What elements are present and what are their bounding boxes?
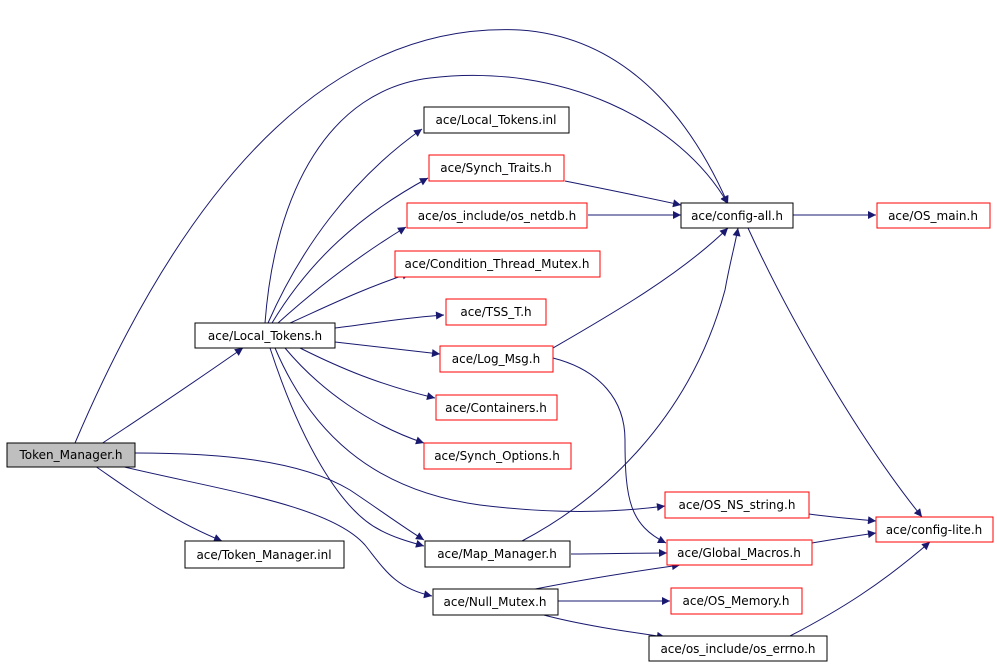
- node-os-errno-h[interactable]: ace/os_include/os_errno.h: [648, 635, 828, 662]
- node-label: ace/Map_Manager.h: [437, 547, 557, 561]
- edge-local-tokens-to-synch-options: [284, 347, 425, 445]
- edge-local-tokens-to-config-all: [264, 74, 729, 324]
- edge-log-msg-to-config-all: [552, 227, 729, 349]
- node-box: [184, 540, 345, 569]
- edge-os-errno-to-config-lite: [789, 541, 931, 637]
- edge-synch-traits-to-config-all: [564, 180, 682, 208]
- edge-null-mutex-to-os-errno: [539, 613, 666, 640]
- edge-local-tokens-to-containers: [299, 347, 436, 401]
- node-label: ace/Log_Msg.h: [452, 352, 540, 366]
- edges: [74, 29, 931, 640]
- node-box: [428, 154, 565, 182]
- node-box: [439, 345, 554, 373]
- edge-log-msg-to-global-macros: [552, 357, 667, 544]
- node-label: Token_Manager.h: [18, 448, 122, 462]
- nodes: Token_Manager.h ace/Local_Tokens.h ace/T…: [6, 106, 994, 662]
- edge-local-tokens-to-log-msg: [334, 341, 441, 358]
- edge-local-tokens-to-synch-traits: [271, 177, 429, 324]
- node-label: ace/Synch_Traits.h: [440, 161, 551, 175]
- node-condition-thread-mutex-h[interactable]: ace/Condition_Thread_Mutex.h: [394, 250, 601, 278]
- node-label: ace/Token_Manager.inl: [196, 548, 331, 562]
- node-box: [424, 540, 571, 568]
- node-tss-t-h[interactable]: ace/TSS_T.h: [445, 298, 547, 326]
- edge-map-manager-to-config-all: [521, 227, 741, 542]
- edge-local-tokens-to-local-tokens-inl: [267, 128, 423, 324]
- node-config-lite-h[interactable]: ace/config-lite.h: [875, 516, 994, 543]
- node-map-manager-h[interactable]: ace/Map_Manager.h: [424, 540, 571, 568]
- node-label: ace/Condition_Thread_Mutex.h: [405, 257, 590, 271]
- edge-config-all-to-config-lite: [747, 227, 923, 518]
- edge-local-tokens-to-map-manager: [269, 347, 425, 548]
- node-token-manager-inl[interactable]: ace/Token_Manager.inl: [184, 540, 345, 569]
- node-box: [435, 394, 558, 421]
- node-box: [670, 587, 803, 615]
- node-label: ace/OS_NS_string.h: [679, 498, 796, 512]
- edge-map-manager-to-global-macros: [570, 549, 668, 558]
- node-containers-h[interactable]: ace/Containers.h: [435, 394, 558, 421]
- node-token-manager-h[interactable]: Token_Manager.h: [6, 442, 136, 468]
- node-label: ace/config-all.h: [691, 209, 783, 223]
- edge-null-mutex-to-global-macros: [529, 562, 681, 591]
- edge-token-manager-to-config-all: [74, 29, 729, 444]
- node-os-main-h[interactable]: ace/OS_main.h: [876, 202, 991, 229]
- node-label: ace/OS_main.h: [888, 209, 978, 223]
- node-label: ace/Null_Mutex.h: [444, 595, 547, 609]
- edge-token-manager-to-map-manager: [134, 452, 425, 541]
- node-label: ace/TSS_T.h: [460, 305, 531, 319]
- node-label: ace/OS_Memory.h: [683, 594, 790, 608]
- node-label: ace/Synch_Options.h: [434, 449, 560, 463]
- node-config-all-h[interactable]: ace/config-all.h: [680, 202, 794, 229]
- node-log-msg-h[interactable]: ace/Log_Msg.h: [439, 345, 554, 373]
- node-label: ace/Local_Tokens.inl: [436, 113, 557, 127]
- node-label: ace/Global_Macros.h: [677, 546, 801, 560]
- node-box: [876, 202, 991, 229]
- node-synch-options-h[interactable]: ace/Synch_Options.h: [423, 442, 572, 470]
- edge-os-ns-string-to-config-lite: [808, 513, 877, 525]
- node-box: [680, 202, 794, 229]
- node-box: [445, 298, 547, 326]
- node-os-ns-string-h[interactable]: ace/OS_NS_string.h: [664, 491, 810, 519]
- edge-token-manager-to-token-manager-inl: [94, 465, 223, 542]
- node-box: [194, 322, 336, 349]
- node-box: [394, 250, 601, 278]
- edge-token-manager-to-local-tokens: [94, 347, 244, 449]
- node-local-tokens-inl[interactable]: ace/Local_Tokens.inl: [423, 106, 570, 134]
- edge-local-tokens-to-condition-thread-mutex: [289, 271, 411, 324]
- node-label: ace/Local_Tokens.h: [208, 329, 322, 343]
- node-box: [406, 202, 588, 229]
- node-box: [664, 491, 810, 519]
- node-box: [432, 588, 559, 616]
- node-box: [875, 516, 994, 543]
- edge-global-macros-to-config-lite: [811, 530, 877, 544]
- edge-local-tokens-to-os-netdb: [277, 226, 407, 324]
- node-label: ace/Containers.h: [445, 401, 547, 415]
- node-box: [648, 635, 828, 662]
- edge-local-tokens-to-os-ns-string: [274, 347, 666, 512]
- node-global-macros-h[interactable]: ace/Global_Macros.h: [666, 539, 813, 566]
- node-synch-traits-h[interactable]: ace/Synch_Traits.h: [428, 154, 565, 182]
- node-label: ace/os_include/os_netdb.h: [418, 209, 576, 223]
- node-box: [6, 442, 136, 468]
- node-label: ace/os_include/os_errno.h: [660, 642, 815, 656]
- node-box: [423, 106, 570, 134]
- edge-token-manager-to-null-mutex: [119, 465, 433, 599]
- node-local-tokens-h[interactable]: ace/Local_Tokens.h: [194, 322, 336, 349]
- edge-local-tokens-to-tss-t: [334, 311, 445, 329]
- node-os-memory-h[interactable]: ace/OS_Memory.h: [670, 587, 803, 615]
- node-box: [423, 442, 572, 470]
- node-label: ace/config-lite.h: [886, 523, 983, 537]
- node-box: [666, 539, 813, 566]
- node-os-netdb-h[interactable]: ace/os_include/os_netdb.h: [406, 202, 588, 229]
- node-null-mutex-h[interactable]: ace/Null_Mutex.h: [432, 588, 559, 616]
